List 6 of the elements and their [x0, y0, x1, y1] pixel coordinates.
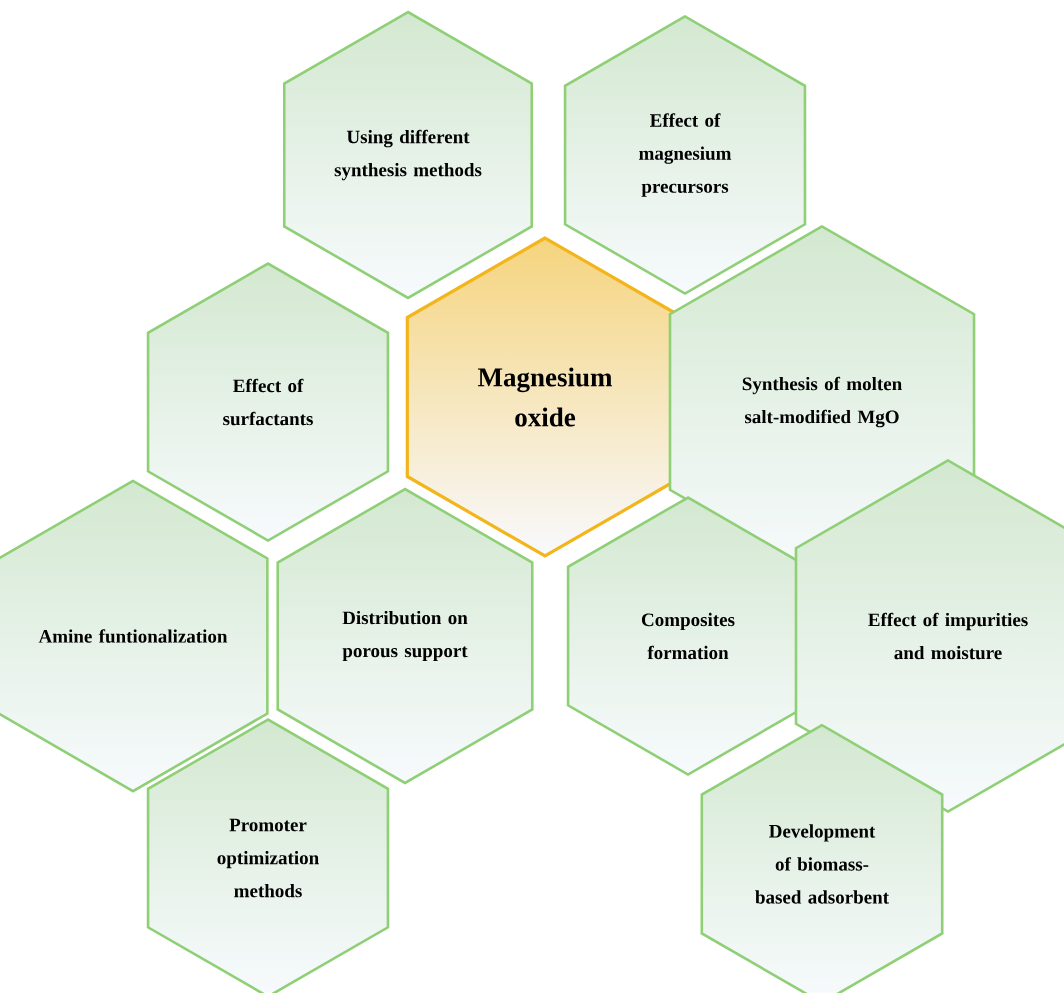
hexagon: Using different synthesis methods — [282, 10, 534, 300]
hexagon: Promoter optimization methods — [146, 718, 390, 993]
hexagon: Development of biomass-based adsorbent — [700, 723, 944, 993]
hexagon: Effect of surfactants — [146, 262, 390, 542]
hexagon: Amine funtionalization — [0, 479, 269, 793]
hexagon: Effect of magnesium precursors — [563, 15, 807, 295]
